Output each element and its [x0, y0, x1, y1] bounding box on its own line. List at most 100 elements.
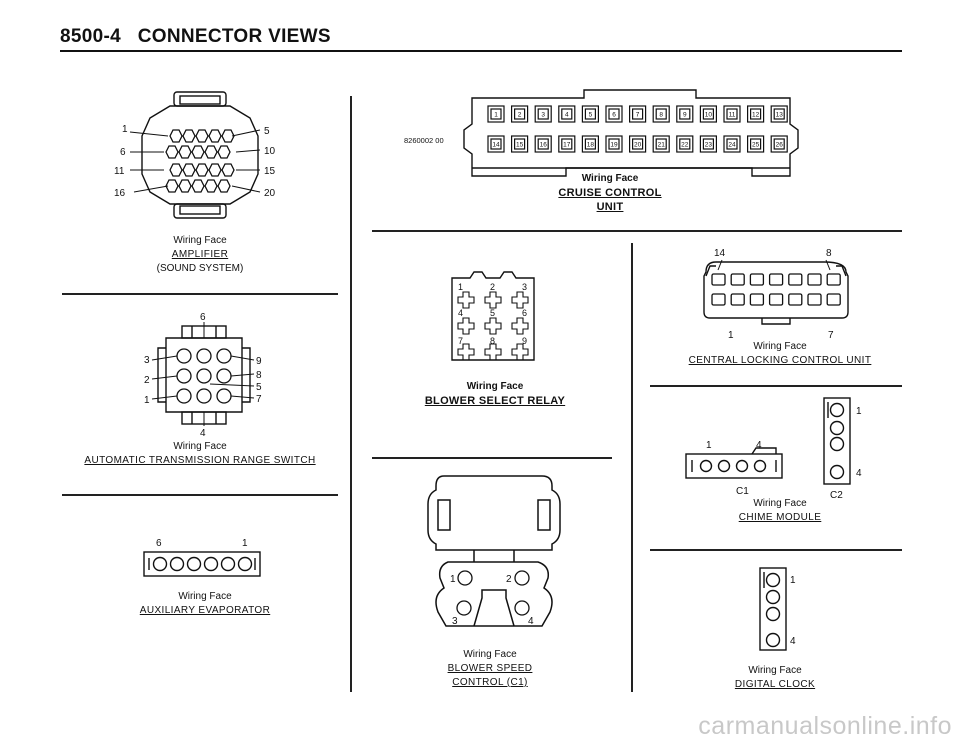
cruise-top-pin-box [699, 105, 717, 123]
cruise-part-code: 8260002 00 [404, 136, 444, 145]
amp-pin-6-label: 6 [120, 147, 126, 158]
cruise-bottom-pin-box [629, 135, 647, 153]
cruise-top-pin-label: 13 [776, 112, 784, 119]
aux-evap-pin-6-label: 6 [156, 538, 162, 549]
cruise-bottom-pin-inner [702, 138, 714, 150]
amp-pin-cell [217, 179, 231, 193]
cruise-bottom-pin-box [605, 135, 623, 153]
divider-mid [372, 457, 612, 459]
amp-pin-cell [182, 129, 196, 143]
relay-pin-6-label: 6 [522, 308, 527, 318]
chime-caption: Wiring Face CHIME MODULE [710, 497, 850, 525]
lock-pin-box [730, 273, 745, 286]
cruise-top-pin-label: 7 [636, 112, 640, 119]
relay-pin-8-label: 8 [490, 336, 495, 346]
cruise-top-pin-inner [561, 108, 573, 120]
digital-clock-connector-diagram: 1 4 [759, 567, 796, 651]
cruise-bottom-pin-inner [608, 138, 620, 150]
amp-pin-cell [204, 179, 218, 193]
chime-name: CHIME MODULE [738, 512, 822, 523]
relay-pin-5-label: 5 [490, 308, 495, 318]
aux-evap-caption: Wiring Face AUXILIARY EVAPORATOR [120, 590, 290, 618]
amplifier-caption: Wiring Face AMPLIFIER (SOUND SYSTEM) [120, 234, 280, 276]
cruise-bottom-pin-inner [655, 138, 667, 150]
cruise-bottom-pin-label: 17 [563, 142, 571, 149]
blower-relay-wiring-face: Wiring Face [466, 381, 524, 392]
lock-pin-box [826, 293, 841, 306]
page-title: CONNECTOR VIEWS [137, 26, 331, 47]
cruise-top-pin-box [629, 105, 647, 123]
cruise-top-pin-inner [490, 108, 502, 120]
aux-evap-wiring-face: Wiring Face [178, 591, 232, 602]
clock-pin-1-label: 1 [790, 575, 796, 586]
cruise-top-pin-inner [632, 108, 644, 120]
amplifier-name: AMPLIFIER [171, 249, 229, 260]
central-locking-caption: Wiring Face CENTRAL LOCKING CONTROL UNIT [660, 340, 900, 368]
relay-pin-terminal [511, 317, 529, 335]
section-number: 8500-4 [60, 26, 121, 47]
amplifier-subname: (SOUND SYSTEM) [156, 263, 244, 274]
cruise-wiring-face: Wiring Face [581, 173, 639, 184]
relay-pin-terminal [484, 317, 502, 335]
cruise-bottom-pin-box [558, 135, 576, 153]
lock-pin-box [711, 293, 726, 306]
cruise-bottom-pin-label: 25 [752, 142, 760, 149]
amp-pin-5-label: 5 [264, 126, 270, 137]
trans-pin-3-label: 3 [144, 355, 150, 366]
amp-pin-cell [191, 145, 205, 159]
aux-evap-connector-diagram: 6 1 [143, 538, 261, 577]
chime-c2-label: C2 [830, 490, 843, 501]
header-rule [60, 50, 902, 52]
blower-relay-caption: Wiring Face BLOWER SELECT RELAY [410, 380, 580, 408]
lock-pin-box [768, 273, 784, 286]
cruise-bottom-pin-label: 23 [705, 142, 713, 149]
cruise-caption: Wiring Face CRUISE CONTROL UNIT [540, 172, 680, 214]
cruise-top-pin-box [747, 105, 765, 123]
amp-pin-15-label: 15 [264, 166, 276, 177]
speed-pin-4-label: 4 [528, 616, 534, 627]
trans-pin-1-label: 1 [144, 395, 150, 406]
cruise-top-pin-label: 8 [659, 112, 663, 119]
divider-right-1 [650, 385, 902, 387]
cruise-top-pin-box [605, 105, 623, 123]
cruise-bottom-pin-inner [750, 138, 762, 150]
cruise-bottom-pin-box [676, 135, 694, 153]
lock-pin-box [788, 293, 803, 306]
lock-pin-14-label: 14 [714, 248, 726, 259]
amp-pin-cell [169, 129, 183, 143]
trans-switch-caption: Wiring Face AUTOMATIC TRANSMISSION RANGE… [70, 440, 330, 468]
amp-pin-cell [165, 145, 179, 159]
cruise-name-line1: CRUISE CONTROL [558, 187, 662, 199]
cruise-top-pin-label: 2 [518, 112, 522, 119]
trans-pin-7-label: 7 [256, 394, 262, 405]
lock-pin-7-label: 7 [828, 330, 834, 341]
trans-switch-name: AUTOMATIC TRANSMISSION RANGE SWITCH [84, 455, 316, 466]
cruise-top-pin-label: 5 [589, 112, 593, 119]
amp-pin-cell [165, 179, 179, 193]
relay-pin-1-label: 1 [458, 282, 463, 292]
cruise-bottom-pin-box [699, 135, 717, 153]
cruise-top-pin-box [652, 105, 670, 123]
cruise-top-pin-box [487, 105, 505, 123]
cruise-bottom-pin-inner [726, 138, 738, 150]
lock-pin-box [768, 293, 784, 306]
relay-pin-4-label: 4 [458, 308, 463, 318]
cruise-bottom-pin-label: 19 [610, 142, 618, 149]
digital-clock-name: DIGITAL CLOCK [734, 679, 816, 690]
trans-pin-2-label: 2 [144, 375, 150, 386]
amp-pin-cell [191, 179, 205, 193]
cruise-bottom-pin-box [487, 135, 505, 153]
cruise-bottom-pin-box [652, 135, 670, 153]
cruise-top-pin-box [510, 105, 529, 123]
relay-pin-terminal [457, 343, 475, 361]
relay-pin-terminal [511, 291, 529, 309]
cruise-top-pin-label: 9 [683, 112, 687, 119]
cruise-bottom-pin-label: 24 [728, 142, 736, 149]
chime-c1-label: C1 [736, 486, 749, 497]
amp-pin-cell [195, 163, 209, 177]
chime-c2-pin-1-label: 1 [856, 406, 862, 417]
cruise-bottom-pin-inner [513, 138, 526, 150]
cruise-top-pin-label: 3 [541, 112, 545, 119]
cruise-top-pin-box [676, 105, 694, 123]
